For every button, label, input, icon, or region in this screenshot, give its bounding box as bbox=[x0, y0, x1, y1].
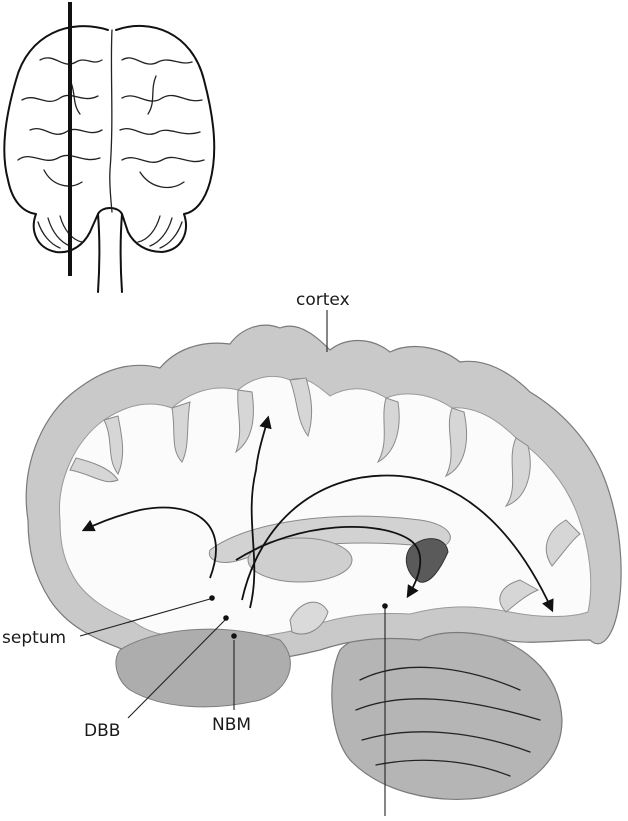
nbm-dot bbox=[231, 633, 237, 639]
arrow-to-frontal bbox=[81, 506, 217, 579]
nbm-label: NBM bbox=[212, 715, 251, 735]
basal-forebrain bbox=[115, 628, 291, 708]
arrow-to-hippocampus bbox=[235, 525, 422, 599]
cerebellum bbox=[331, 625, 563, 800]
thalamus bbox=[247, 537, 353, 583]
septum-label: septum bbox=[2, 628, 66, 648]
brain-sagittal-section bbox=[25, 324, 622, 800]
hippocampus-dot bbox=[382, 603, 388, 609]
septum-leader bbox=[79, 598, 211, 637]
dbb-leader bbox=[127, 619, 226, 719]
sulci bbox=[69, 377, 581, 613]
dbb-label: DBB bbox=[84, 721, 120, 741]
hypothalamus bbox=[289, 601, 329, 635]
dbb-dot bbox=[223, 615, 229, 621]
cholinergic-projections bbox=[81, 415, 554, 613]
arrow-to-parietal bbox=[249, 415, 272, 609]
cortex-label: cortex bbox=[296, 290, 350, 310]
hippocampus bbox=[405, 538, 449, 583]
brain-front-view-icon bbox=[3, 2, 216, 293]
septum-dot bbox=[209, 595, 215, 601]
arrow-to-occipital bbox=[241, 474, 554, 613]
